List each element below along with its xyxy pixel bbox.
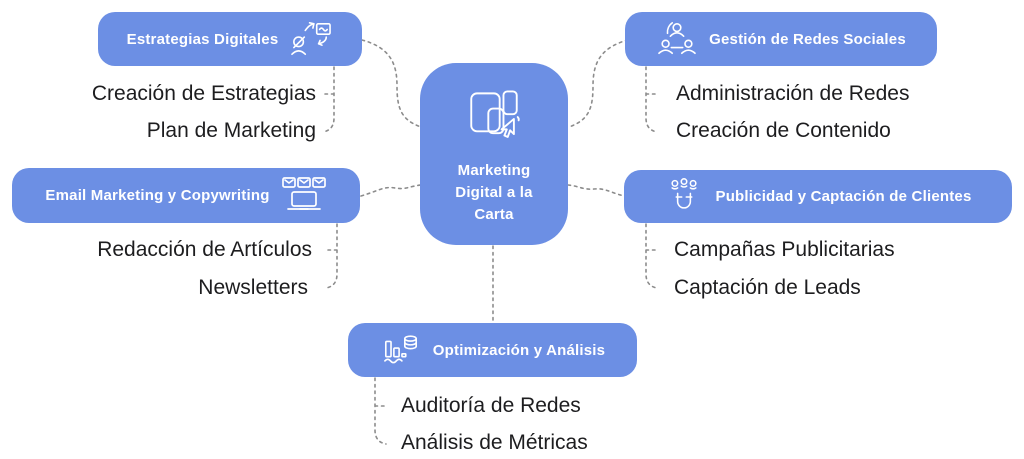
- leaf-item: Administración de Redes: [676, 82, 910, 105]
- branch-estrategias: Estrategias Digitales: [98, 12, 362, 66]
- leaf-item: Captación de Leads: [674, 276, 861, 299]
- branch-gestion: Gestión de Redes Sociales: [625, 12, 937, 66]
- analytics-database-icon: [380, 331, 422, 369]
- branch-email: Email Marketing y Copywriting: [12, 168, 360, 223]
- leaf-item: Creación de Estrategias: [91, 82, 316, 105]
- connector-gestion-center: [568, 39, 629, 128]
- connector-optimizacion-children: [374, 377, 387, 445]
- branch-publicidad: Publicidad y Captación de Clientes: [624, 170, 1012, 223]
- magnet-leads-icon: [664, 177, 704, 217]
- strategy-growth-icon: [289, 19, 333, 59]
- leaf-item: Creación de Contenido: [676, 119, 891, 142]
- connector-publicidad-children: [645, 223, 658, 289]
- devices-cursor-icon: [458, 82, 530, 154]
- center-title: Marketing Digital a la Carta: [455, 162, 533, 223]
- leaf-item: Campañas Publicitarias: [674, 238, 895, 261]
- leaf-item: Auditoría de Redes: [401, 394, 581, 417]
- connector-estrategias-center: [361, 39, 422, 128]
- branch-label: Gestión de Redes Sociales: [709, 30, 906, 48]
- branch-label: Email Marketing y Copywriting: [45, 187, 270, 204]
- leaf-item: Análisis de Métricas: [401, 431, 588, 454]
- connector-estrategias-children: [322, 66, 335, 133]
- people-network-icon: [656, 20, 698, 58]
- connector-email-children: [325, 223, 338, 289]
- branch-label: Optimización y Análisis: [432, 341, 606, 359]
- leaf-item: Newsletters: [198, 276, 308, 299]
- branch-label: Estrategias Digitales: [126, 30, 279, 48]
- leaf-item: Plan de Marketing: [146, 119, 316, 142]
- connector-center-publicidad: [567, 184, 625, 197]
- center-node: Marketing Digital a la Carta: [420, 63, 568, 245]
- laptop-emails-icon: [281, 176, 327, 216]
- leaf-item: Redacción de Artículos: [97, 238, 312, 261]
- connector-gestion-children: [645, 66, 658, 133]
- branch-label: Publicidad y Captación de Clientes: [715, 188, 972, 205]
- connector-email-center: [360, 184, 422, 197]
- branch-optimizacion: Optimización y Análisis: [348, 323, 637, 377]
